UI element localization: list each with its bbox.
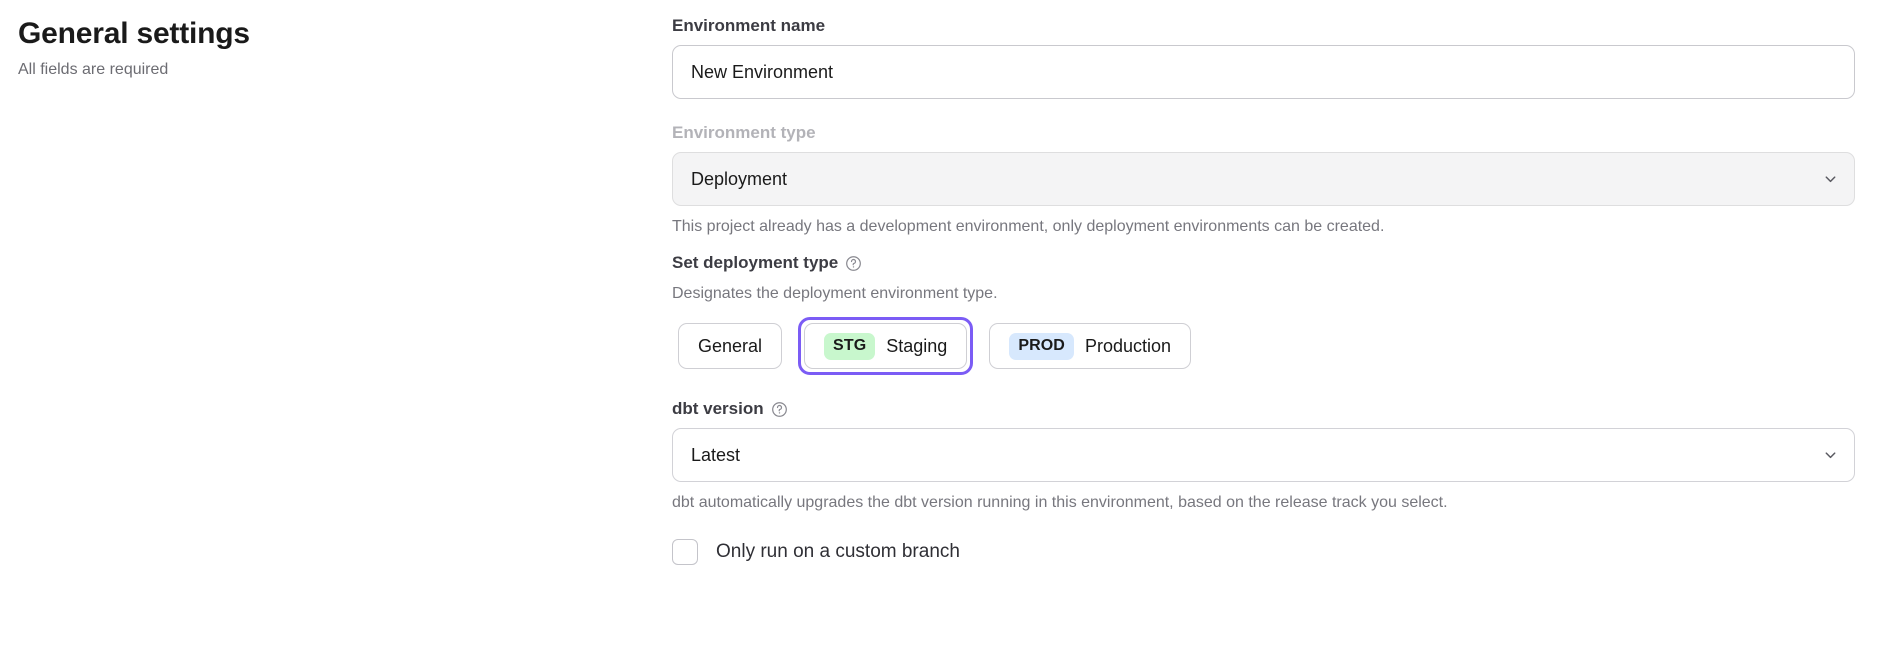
staging-badge: STG [824,332,876,360]
deployment-type-label-text: Set deployment type [672,253,839,272]
custom-branch-label: Only run on a custom branch [716,541,960,562]
custom-branch-row[interactable]: Only run on a custom branch [672,539,1855,565]
dbt-version-label: dbt version [672,397,1855,421]
deployment-option-staging-label: Staging [886,335,948,356]
dbt-version-field: dbt version Latest dbt automatica [672,397,1855,515]
dbt-version-select[interactable]: Latest [672,428,1855,482]
deployment-option-general[interactable]: General [678,323,783,369]
deployment-option-general-wrap: General [672,317,788,375]
dbt-version-label-text: dbt version [672,399,764,418]
deployment-option-production[interactable]: PROD Production [989,323,1192,369]
environment-type-value: Deployment [672,152,1855,206]
dbt-version-value: Latest [672,428,1855,482]
production-badge: PROD [1009,332,1074,360]
environment-name-field: Environment name [672,14,1855,99]
deployment-option-staging-wrap: STG Staging [798,317,974,375]
settings-header: General settings All fields are required [18,14,618,82]
deployment-option-general-label: General [698,335,763,356]
settings-form: Environment name Environment type Deploy… [672,14,1855,565]
deployment-type-field: Set deployment type Designates the deplo… [672,251,1855,375]
deployment-option-production-label: Production [1084,335,1172,356]
custom-branch-checkbox[interactable] [672,539,698,565]
deployment-type-options: General STG Staging PROD Production [672,317,1855,375]
page-title: General settings [18,17,250,50]
environment-type-field: Environment type Deployment This project… [672,121,1855,239]
deployment-option-production-wrap: PROD Production [983,317,1197,375]
help-circle-icon[interactable] [771,401,788,418]
environment-type-select[interactable]: Deployment [672,152,1855,206]
help-circle-icon[interactable] [845,255,862,272]
environment-type-label: Environment type [672,123,816,142]
environment-type-helper: This project already has a development e… [672,218,1385,235]
deployment-type-helper: Designates the deployment environment ty… [672,285,998,302]
environment-name-input[interactable] [672,45,1855,99]
environment-name-label: Environment name [672,16,826,35]
deployment-option-staging[interactable]: STG Staging [804,323,968,369]
deployment-type-label: Set deployment type [672,251,1855,275]
page-subtitle: All fields are required [18,61,169,78]
dbt-version-helper: dbt automatically upgrades the dbt versi… [672,494,1448,511]
